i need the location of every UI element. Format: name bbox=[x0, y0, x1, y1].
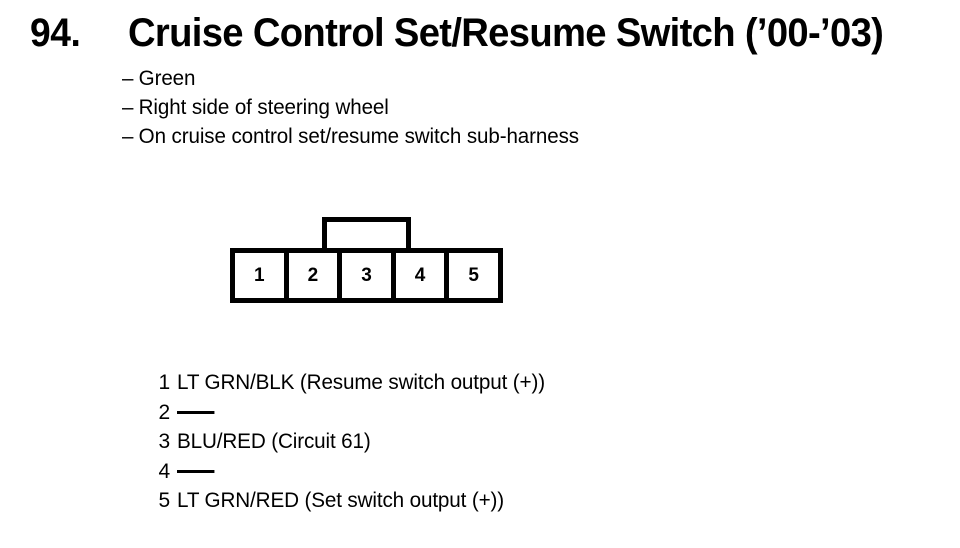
list-item: –On cruise control set/resume switch sub… bbox=[122, 122, 847, 151]
list-item: –Right side of steering wheel bbox=[122, 93, 847, 122]
cavity-number: 5 bbox=[468, 265, 479, 286]
descriptor-list: –Green –Right side of steering wheel –On… bbox=[122, 64, 862, 151]
pinout-row: 2 bbox=[150, 398, 850, 428]
connector-cavity-3: 3 bbox=[342, 253, 396, 298]
pin-label: BLU/RED (Circuit 61) bbox=[177, 430, 371, 453]
cavity-number: 1 bbox=[254, 265, 265, 286]
connector-diagram: 1 2 3 4 5 bbox=[230, 217, 503, 303]
pin-label-empty bbox=[177, 398, 216, 428]
connector-cavity-5: 5 bbox=[449, 253, 498, 298]
entry-number: 94. bbox=[30, 11, 81, 55]
list-item: –Green bbox=[122, 64, 847, 93]
empty-pin-rule-icon bbox=[177, 410, 215, 414]
pin-number: 1 bbox=[158, 371, 170, 394]
pin-label: LT GRN/RED (Set switch output (+)) bbox=[177, 489, 504, 512]
cavity-number: 4 bbox=[414, 265, 426, 286]
cavity-number: 3 bbox=[361, 265, 372, 286]
pin-number: 3 bbox=[158, 430, 170, 453]
pinout-row: 5 LT GRN/RED (Set switch output (+)) bbox=[150, 486, 850, 516]
cavity-number: 2 bbox=[307, 265, 319, 286]
dash-icon: – bbox=[122, 67, 134, 90]
entry-title: Cruise Control Set/Resume Switch (’00-’0… bbox=[128, 11, 884, 55]
dash-icon: – bbox=[122, 125, 134, 148]
page-title: 94. Cruise Control Set/Resume Switch (’0… bbox=[30, 10, 940, 56]
connector-cavity-2: 2 bbox=[289, 253, 343, 298]
pin-number: 4 bbox=[158, 459, 170, 483]
pinout-row: 4 bbox=[150, 457, 850, 487]
connector-cavity-4: 4 bbox=[396, 253, 450, 298]
descriptor-text: Green bbox=[138, 67, 196, 90]
descriptor-text: Right side of steering wheel bbox=[138, 96, 389, 119]
pin-label-empty bbox=[177, 457, 216, 487]
dash-icon: – bbox=[122, 96, 134, 119]
pin-number: 2 bbox=[158, 400, 170, 424]
connector-body: 1 2 3 4 5 bbox=[230, 248, 503, 303]
connector-cavity-1: 1 bbox=[235, 253, 289, 298]
pinout-row: 1 LT GRN/BLK (Resume switch output (+)) bbox=[150, 368, 850, 398]
pinout-list: 1 LT GRN/BLK (Resume switch output (+)) 2… bbox=[150, 368, 850, 516]
pinout-row: 3 BLU/RED (Circuit 61) bbox=[150, 427, 850, 457]
connector-locking-tab bbox=[322, 217, 411, 253]
empty-pin-rule-icon bbox=[177, 469, 215, 473]
pin-label: LT GRN/BLK (Resume switch output (+)) bbox=[177, 371, 545, 394]
descriptor-text: On cruise control set/resume switch sub-… bbox=[138, 125, 580, 148]
pin-number: 5 bbox=[158, 489, 170, 512]
